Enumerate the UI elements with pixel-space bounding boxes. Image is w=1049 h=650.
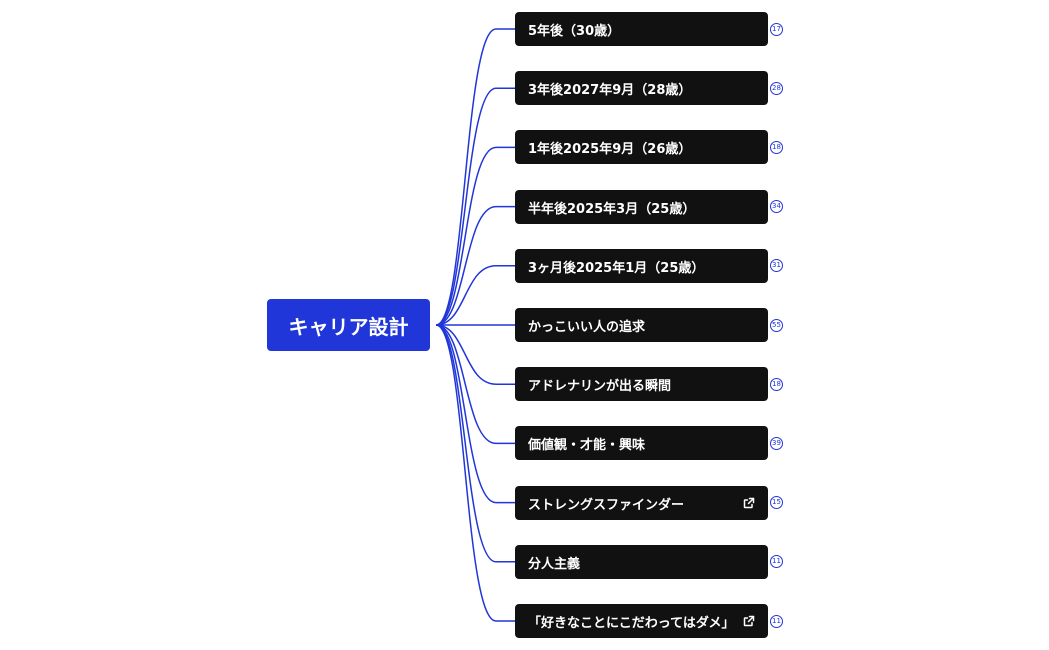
child-node[interactable]: 半年後2025年3月（25歳）	[515, 190, 768, 224]
child-count-badge[interactable]: 18	[770, 141, 783, 154]
child-node[interactable]: かっこいい人の追求	[515, 308, 768, 342]
child-count-badge[interactable]: 18	[770, 378, 783, 391]
child-node-label: 5年後（30歳）	[528, 23, 621, 39]
external-link-icon[interactable]	[742, 496, 756, 510]
root-node-label: キャリア設計	[288, 314, 409, 339]
child-node[interactable]: 3年後2027年9月（28歳）	[515, 71, 768, 105]
child-node-label: 1年後2025年9月（26歳）	[528, 141, 692, 157]
child-node[interactable]: 5年後（30歳）	[515, 12, 768, 46]
child-node[interactable]: 1年後2025年9月（26歳）	[515, 130, 768, 164]
connector-line	[435, 324, 515, 504]
child-count-badge[interactable]: 39	[770, 437, 783, 450]
child-node[interactable]: 3ヶ月後2025年1月（25歳）	[515, 249, 768, 283]
root-node[interactable]: キャリア設計	[267, 299, 430, 351]
child-node-label: 「好きなことにこだわってはダメ」	[528, 615, 735, 631]
child-count-badge[interactable]: 34	[770, 200, 783, 213]
child-node[interactable]: 価値観・才能・興味	[515, 426, 768, 460]
child-node-label: アドレナリンが出る瞬間	[528, 378, 672, 394]
connector-line	[435, 146, 515, 326]
child-count-badge[interactable]: 28	[770, 82, 783, 95]
child-node-label: 価値観・才能・興味	[528, 437, 646, 453]
child-node-label: かっこいい人の追求	[528, 319, 646, 335]
child-count-badge[interactable]: 17	[770, 23, 783, 36]
child-node-label: 分人主義	[528, 556, 581, 572]
connector-line	[435, 324, 515, 622]
child-node[interactable]: ストレングスファインダー	[515, 486, 768, 520]
connector-line	[435, 324, 515, 563]
child-node-label: ストレングスファインダー	[528, 497, 685, 513]
child-count-badge[interactable]: 31	[770, 259, 783, 272]
connector-line	[435, 324, 515, 385]
connector-line	[435, 87, 515, 326]
child-node-label: 3年後2027年9月（28歳）	[528, 82, 692, 98]
child-node[interactable]: 「好きなことにこだわってはダメ」	[515, 604, 768, 638]
child-count-badge[interactable]: 15	[770, 496, 783, 509]
child-count-badge[interactable]: 55	[770, 319, 783, 332]
connector-line	[435, 205, 515, 326]
child-node-label: 3ヶ月後2025年1月（25歳）	[528, 260, 705, 276]
child-node[interactable]: アドレナリンが出る瞬間	[515, 367, 768, 401]
child-node[interactable]: 分人主義	[515, 545, 768, 579]
child-count-badge[interactable]: 11	[770, 555, 783, 568]
connector-line	[435, 28, 515, 326]
external-link-icon[interactable]	[742, 614, 756, 628]
child-count-badge[interactable]: 11	[770, 615, 783, 628]
child-node-label: 半年後2025年3月（25歳）	[528, 201, 696, 217]
connector-line	[435, 265, 515, 326]
connector-line	[435, 324, 515, 445]
